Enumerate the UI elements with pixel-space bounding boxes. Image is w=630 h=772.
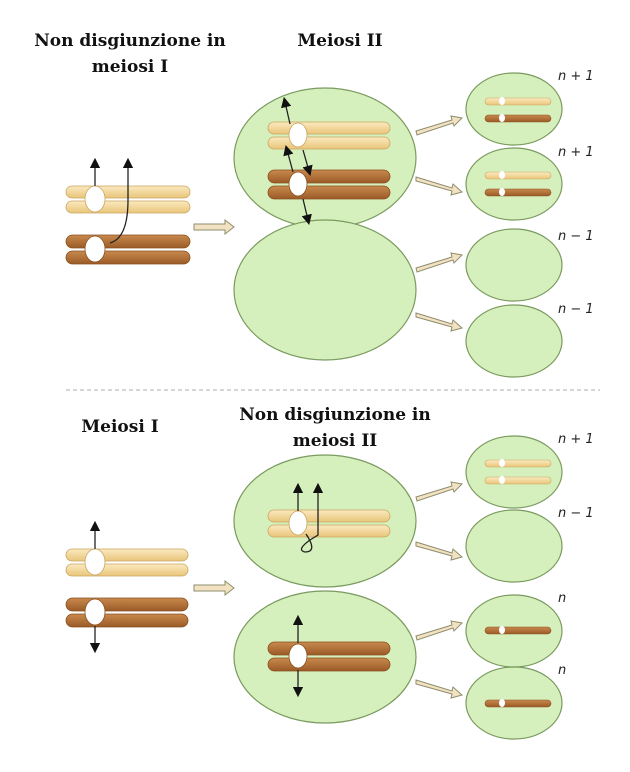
top-left-title-line2: meiosi I (92, 57, 169, 77)
bottom-cell-upper-chromosomes (267, 482, 391, 553)
dark-chromosome-pair (65, 234, 191, 265)
bottom-gamete-label-2: n − 1 (558, 506, 594, 521)
bottom-left-title: Meiosi I (81, 417, 158, 437)
bottom-gamete-4-chromosomes (484, 699, 552, 708)
bottom-transition-arrow (193, 579, 235, 597)
top-gamete-4 (465, 304, 563, 378)
top-cell-upper-chromosomes (267, 96, 391, 226)
bottom-gamete-3-chromosomes (484, 626, 552, 635)
top-right-title: Meiosi II (297, 31, 382, 51)
top-cell-lower (233, 219, 417, 361)
spindle-arrow (109, 157, 134, 244)
top-gamete-1-chromosomes (484, 97, 552, 123)
bottom-cell-lower-chromosomes (267, 614, 391, 698)
top-gamete-arrows (415, 115, 464, 332)
top-gamete-1 (465, 72, 563, 146)
top-gamete-label-4: n − 1 (558, 302, 594, 317)
bottom-gamete-1-chromosomes (484, 459, 552, 485)
bottom-parent-chromosomes (65, 520, 189, 654)
top-parent-chromosomes (65, 157, 191, 265)
top-cell-upper (233, 87, 417, 229)
bottom-gamete-arrows (415, 481, 464, 699)
top-gamete-label-1: n + 1 (558, 69, 594, 84)
top-gamete-label-2: n + 1 (558, 145, 594, 160)
bottom-gamete-1 (465, 435, 563, 509)
top-gamete-3 (465, 228, 563, 302)
bottom-gamete-2 (465, 509, 563, 583)
top-gamete-2 (465, 147, 563, 221)
top-gamete-2-chromosomes (484, 171, 552, 197)
top-gamete-label-3: n − 1 (558, 229, 594, 244)
top-left-title-line1: Non disgiunzione in (34, 31, 226, 51)
bottom-right-title-line2: meiosi II (293, 431, 378, 451)
bottom-gamete-label-1: n + 1 (558, 432, 594, 447)
bottom-right-title-line1: Non disgiunzione in (239, 405, 431, 425)
bottom-gamete-label-4: n (558, 663, 566, 678)
top-transition-arrow (193, 218, 235, 236)
bottom-gamete-label-3: n (558, 591, 566, 606)
bottom-cell-lower (233, 590, 417, 724)
